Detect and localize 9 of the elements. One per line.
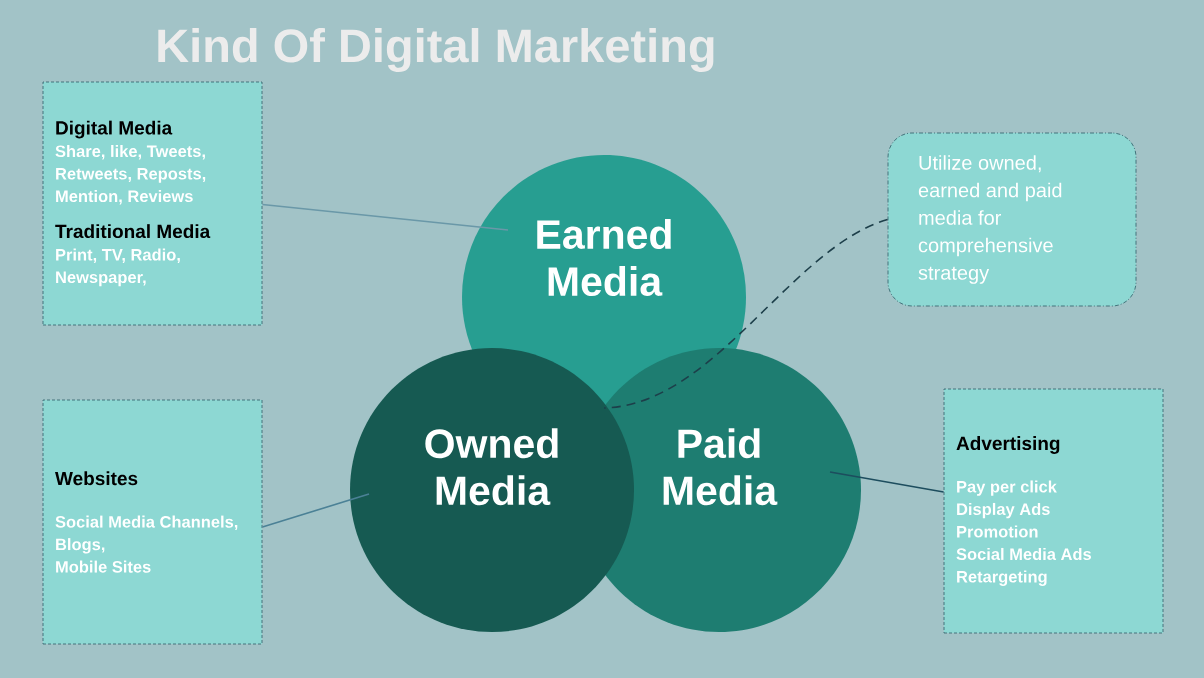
- leader-line: [261, 203, 509, 231]
- text-box: Advertising Pay per click Display Ads Promotion Social Media Ads Retargeting: [943, 388, 1164, 634]
- leader-line: [603, 218, 889, 409]
- leader-line: [829, 471, 945, 493]
- note-box: Utilize owned, earned and paid media for comprehensive strategy: [887, 132, 1137, 307]
- title: Kind Of Digital Marketing: [158, 28, 714, 72]
- text-box: Websites Social Media Channels, Blogs, Mobile Sites: [42, 399, 263, 645]
- text-box: Digital Media Share, like, Tweets, Retweets, Reposts, Mention, Reviews Traditional Media Print, TV, Radio, Newspaper,: [42, 81, 263, 326]
- leader-line: [261, 493, 370, 528]
